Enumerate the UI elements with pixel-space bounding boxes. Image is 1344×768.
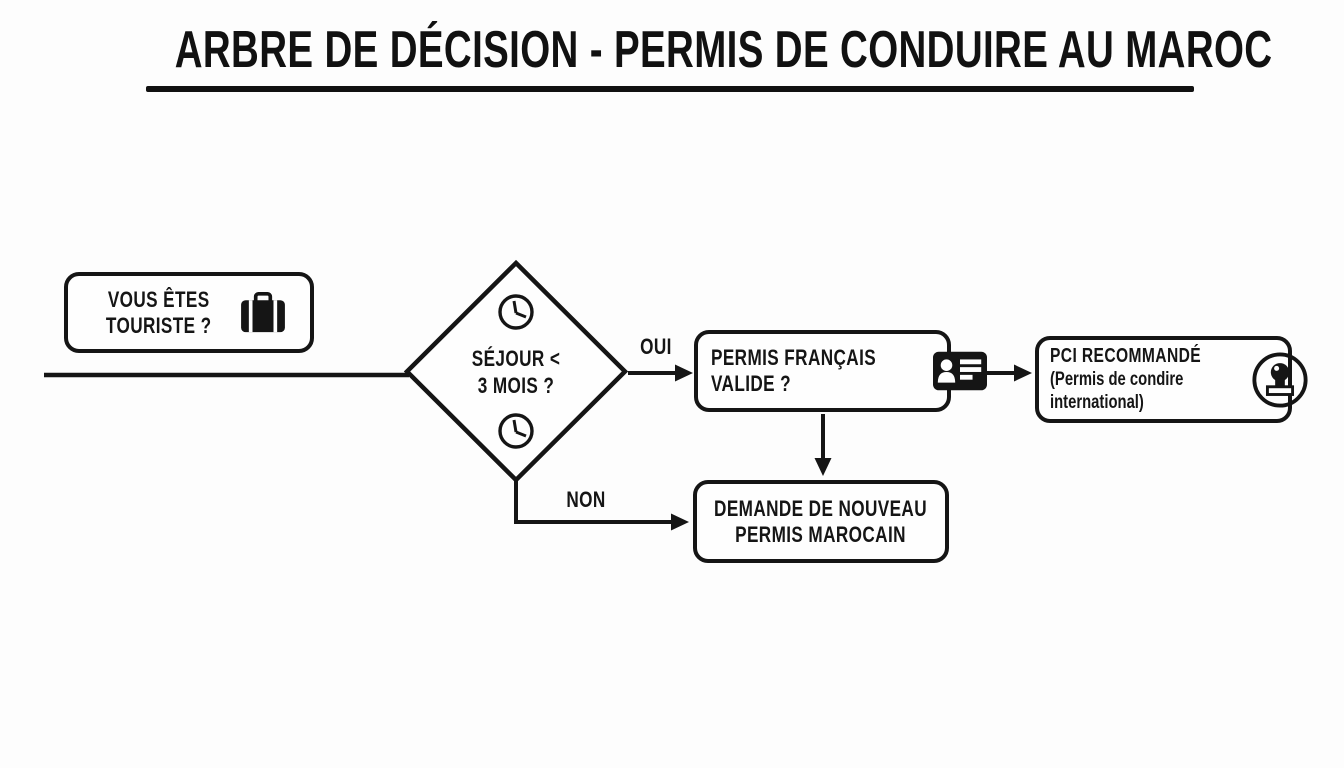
node-pci-recommande: PCI RECOMMANDÉ (Permis de condire intern… [1035,336,1308,423]
node-permis-label: PERMIS FRANÇAIS VALIDE ? [711,345,877,396]
node-tourist-label: VOUS ÊTES TOURISTE ? [105,286,212,338]
node-demande-permis-marocain: DEMANDE DE NOUVEAU PERMIS MAROCAIN [693,480,949,563]
decision-line1: SÉJOUR < [471,346,561,371]
stamp-icon [1252,351,1308,408]
page-title: ARBRE DE DÉCISION - PERMIS DE CONDUIRE A… [0,20,1344,80]
decision-line2: 3 MOIS ? [477,373,555,398]
title-underline [146,86,1194,92]
suitcase-icon [241,291,286,332]
arrow-non [514,478,689,531]
id-card-icon [932,351,987,391]
clock-icon [498,294,534,330]
node-demande-label: DEMANDE DE NOUVEAU PERMIS MAROCAIN [714,495,928,547]
decision-node-label: SÉJOUR < 3 MOIS ? [436,345,596,399]
edge-label-non: NON [566,487,606,512]
node-tourist: VOUS ÊTES TOURISTE ? [64,272,314,353]
arrow-permis-to-demande [814,414,832,476]
node-pci-label: PCI RECOMMANDÉ (Permis de condire intern… [1050,345,1202,413]
page-title-text: ARBRE DE DÉCISION - PERMIS DE CONDUIRE A… [174,21,1273,79]
node-permis-francais: PERMIS FRANÇAIS VALIDE ? [694,330,987,412]
arrow-oui [628,364,693,382]
edge-label-oui: OUI [640,334,672,359]
clock-icon [498,413,534,449]
